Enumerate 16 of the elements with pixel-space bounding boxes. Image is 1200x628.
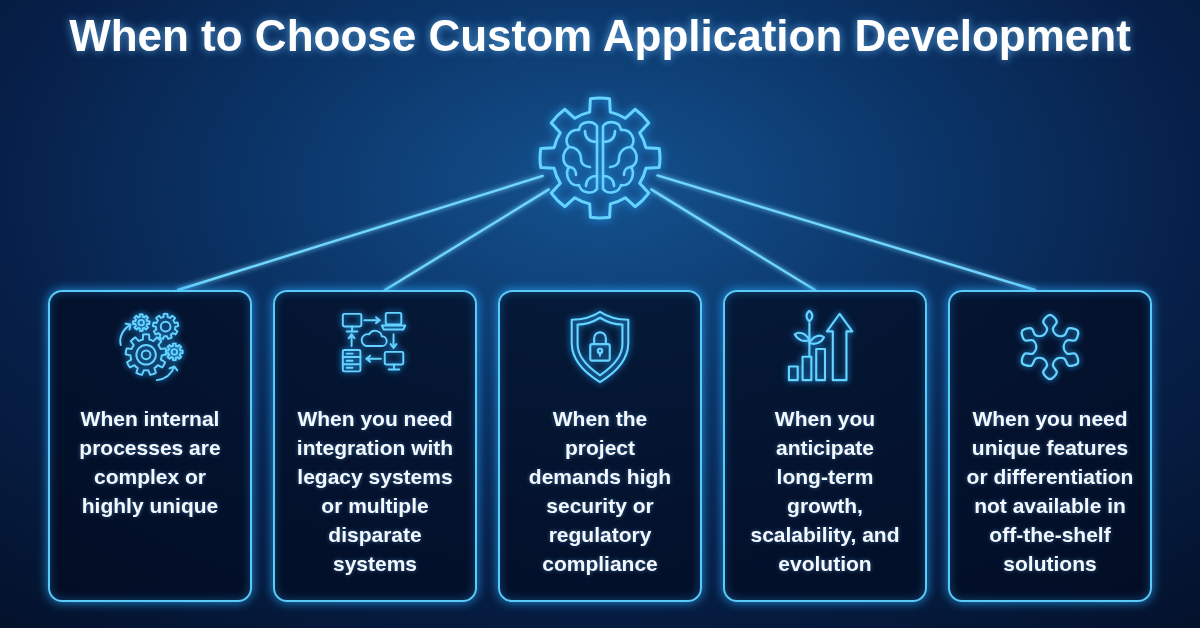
gear-brain-icon [538,96,662,220]
criterion-text: When the project demands high security or regulatory compliance [527,406,673,577]
criterion-card [48,290,252,602]
criterion-text: When you anticipate long-term growth, scalability, and evolution [749,406,901,577]
connector-line [176,174,544,292]
connector-line [383,188,551,292]
criterion-text: When internal processes are complex or highly unique [78,406,222,519]
criterion-text: When you need unique features or differentiation not available in off-the-shelf solutions [965,406,1135,577]
criterion-text: When you need integration with legacy systems or multiple disparate systems [295,406,455,577]
criterion-card [948,290,1152,602]
connector-line [649,188,817,292]
criterion-card [723,290,927,602]
criterion-card [498,290,702,602]
connector-line [656,174,1037,292]
criterion-card [273,290,477,602]
title: When to Choose Custom Application Development [69,10,1131,62]
